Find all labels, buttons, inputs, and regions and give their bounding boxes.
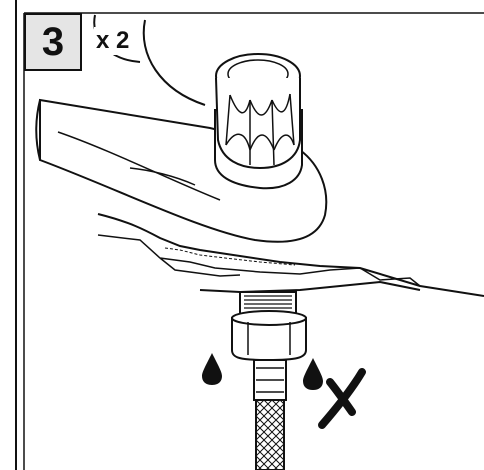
step-number-box: 3 [24, 13, 82, 71]
quantity-label: x 2 [94, 27, 132, 55]
deck-contour-2 [142, 19, 206, 106]
cross-mark-icon [318, 368, 366, 429]
countertop-top-edge [97, 213, 484, 297]
countertop-lower-edge [199, 280, 421, 294]
hose-fitting [253, 359, 287, 401]
step-number: 3 [41, 19, 65, 64]
water-drop-icon [303, 358, 323, 390]
tap-knob-icon [215, 53, 301, 170]
countertop-section [97, 234, 421, 287]
connector-nut [231, 310, 307, 362]
sink-deck [39, 98, 328, 243]
sink-deck-edge [35, 99, 41, 161]
braided-hose [255, 399, 285, 470]
deck-contour-3 [57, 131, 221, 201]
water-drop-icon [202, 353, 222, 385]
countertop-dashes [164, 247, 296, 266]
deck-contour-4 [129, 167, 196, 186]
